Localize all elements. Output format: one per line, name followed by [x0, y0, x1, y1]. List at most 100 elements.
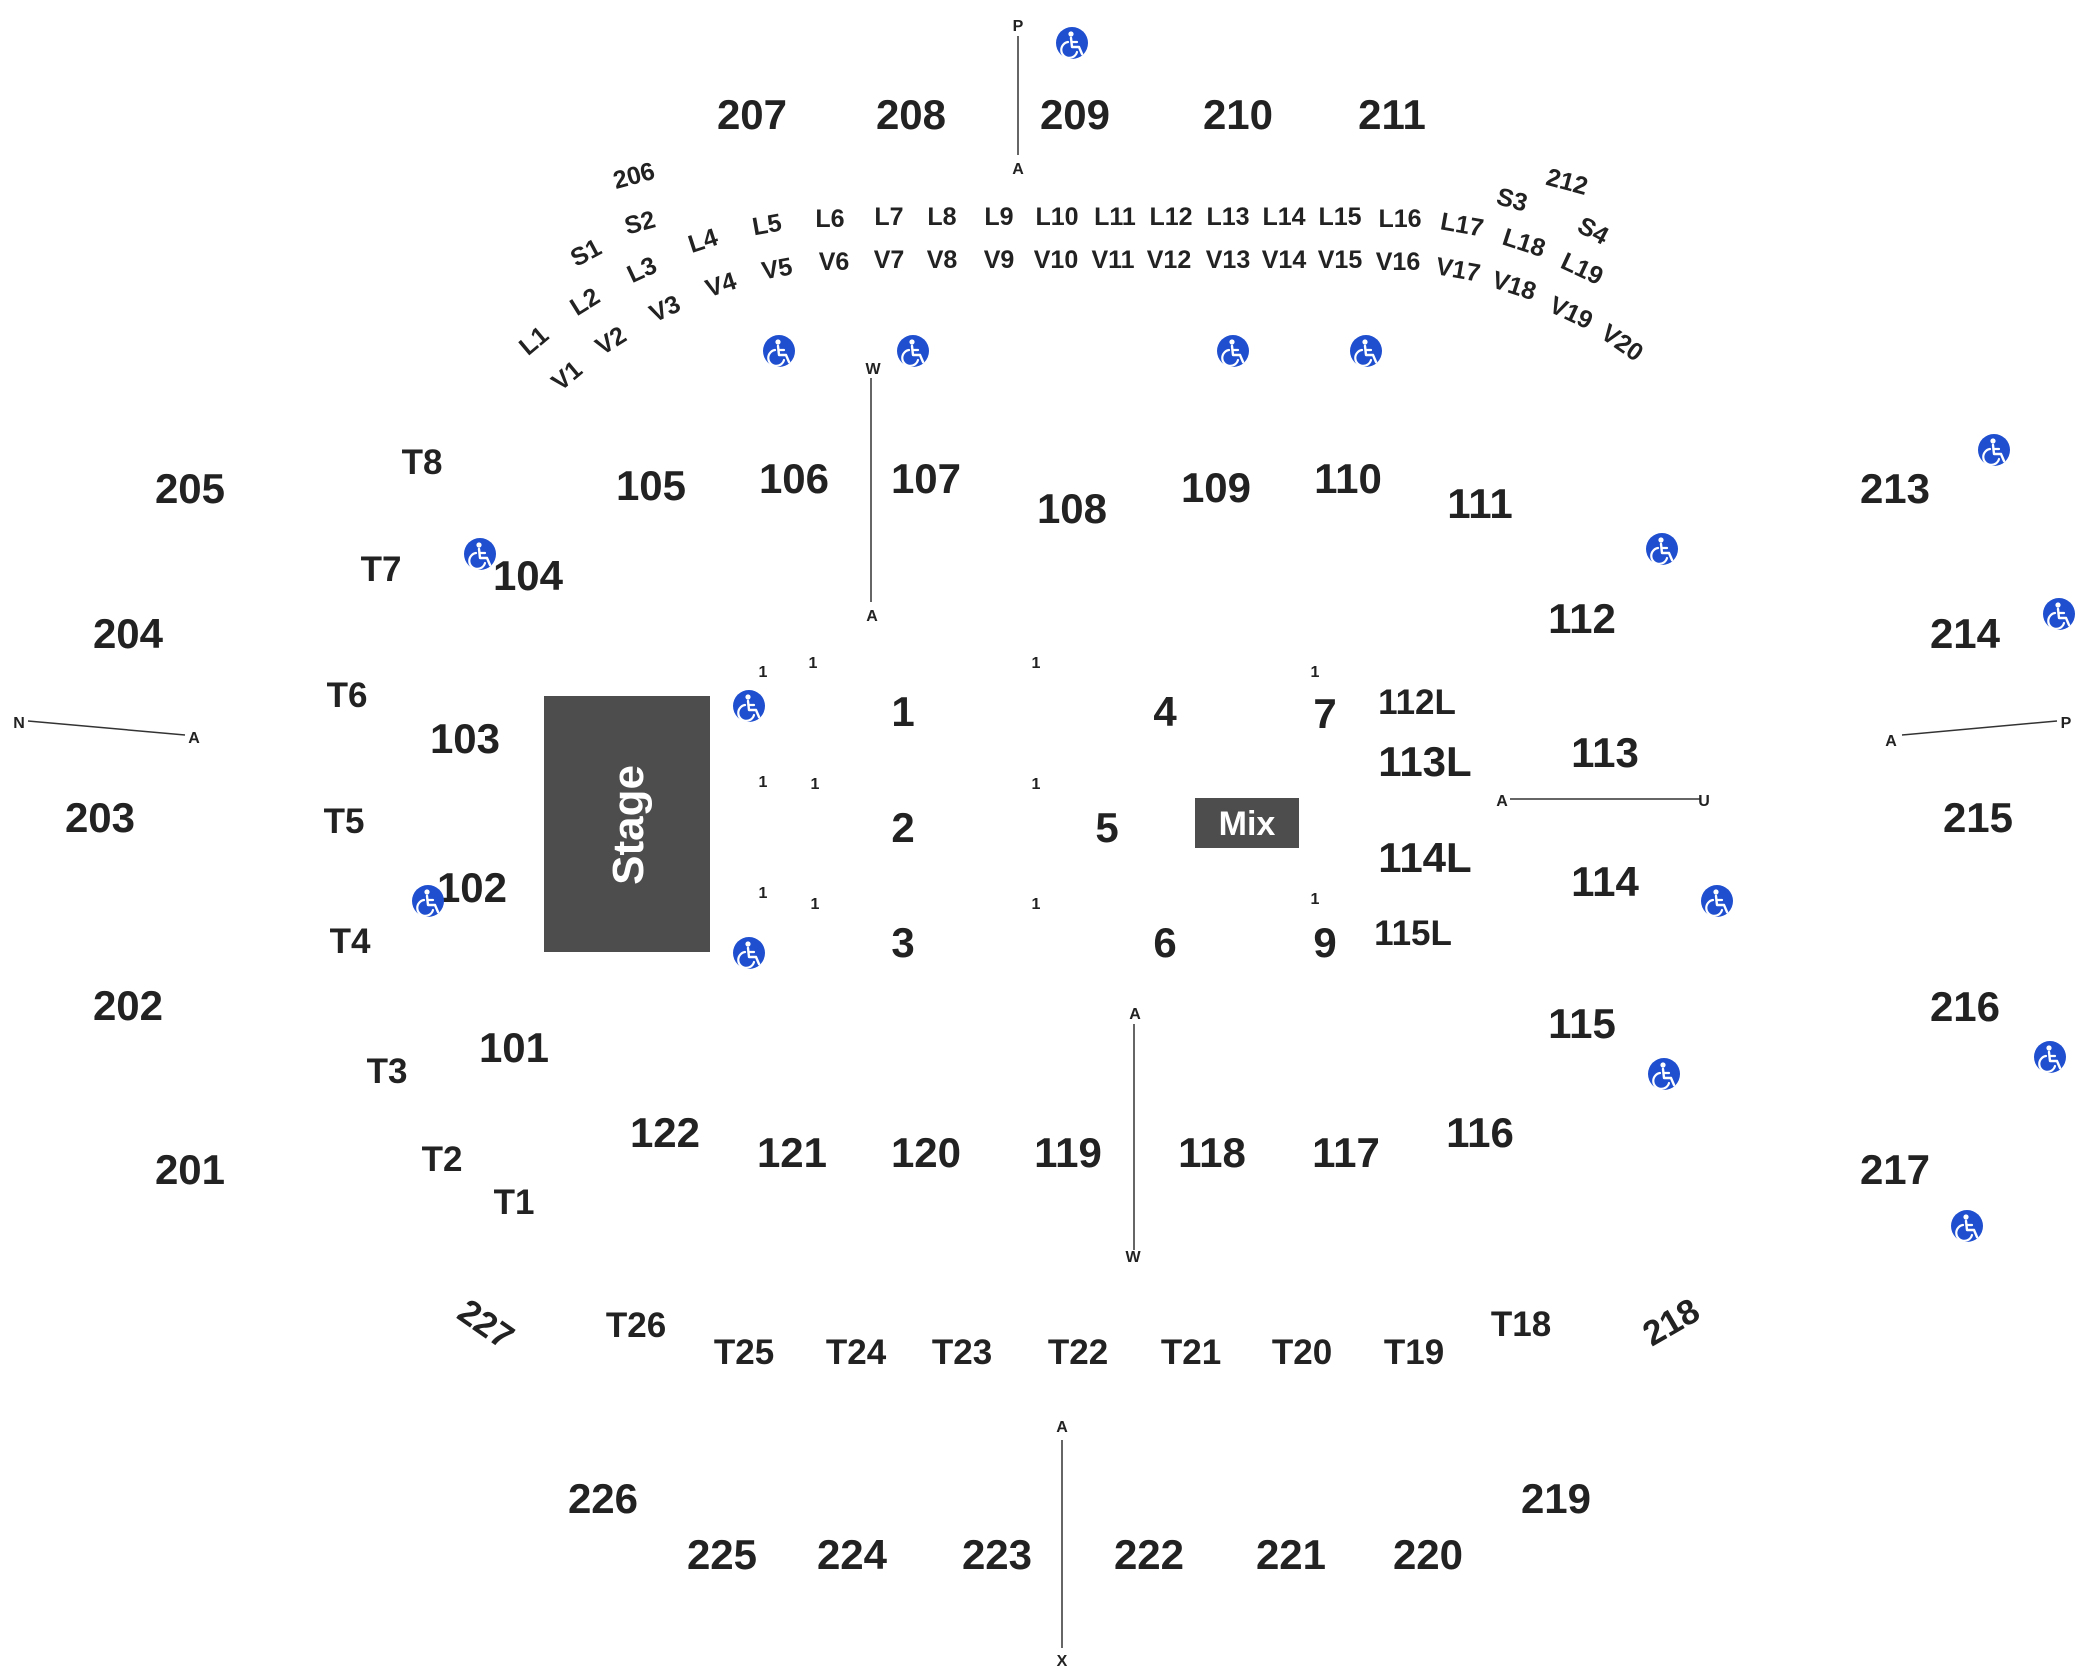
- table-t4[interactable]: T4: [330, 922, 371, 961]
- suite-l14[interactable]: L14: [1262, 203, 1305, 231]
- suite-l4[interactable]: L4: [685, 223, 721, 259]
- suite-s1[interactable]: S1: [566, 233, 606, 272]
- section-213[interactable]: 213: [1860, 465, 1930, 512]
- section-226[interactable]: 226: [568, 1475, 638, 1522]
- table-t8[interactable]: T8: [402, 443, 443, 482]
- section-119[interactable]: 119: [1034, 1129, 1102, 1176]
- suite-v16[interactable]: V16: [1376, 248, 1420, 276]
- table-t25[interactable]: T25: [714, 1333, 774, 1372]
- section-225[interactable]: 225: [687, 1531, 757, 1578]
- floor-section-7[interactable]: 7: [1313, 690, 1336, 737]
- stage[interactable]: Stage: [544, 696, 710, 952]
- table-t6[interactable]: T6: [327, 676, 368, 715]
- floor-section-1[interactable]: 1: [891, 688, 914, 735]
- section-103[interactable]: 103: [430, 715, 500, 762]
- section-206[interactable]: 206: [610, 157, 658, 195]
- section-110[interactable]: 110: [1314, 455, 1382, 502]
- suite-s2[interactable]: S2: [622, 206, 659, 241]
- suite-l9[interactable]: L9: [984, 203, 1013, 231]
- section-115l[interactable]: 115L: [1374, 914, 1452, 953]
- section-211[interactable]: 211: [1358, 91, 1426, 138]
- suite-v1[interactable]: V1: [546, 355, 587, 396]
- suite-l12[interactable]: L12: [1149, 203, 1192, 231]
- section-201[interactable]: 201: [155, 1146, 225, 1193]
- table-t26[interactable]: T26: [606, 1306, 666, 1345]
- suite-l2[interactable]: L2: [565, 282, 605, 321]
- suite-v12[interactable]: V12: [1147, 246, 1191, 274]
- suite-l7[interactable]: L7: [874, 203, 903, 231]
- section-203[interactable]: 203: [65, 794, 135, 841]
- table-t20[interactable]: T20: [1272, 1333, 1332, 1372]
- section-113l[interactable]: 113L: [1378, 738, 1471, 785]
- section-223[interactable]: 223: [962, 1531, 1032, 1578]
- section-209[interactable]: 209: [1040, 91, 1110, 138]
- floor-section-6[interactable]: 6: [1153, 919, 1176, 966]
- section-116[interactable]: 116: [1446, 1109, 1514, 1156]
- section-217[interactable]: 217: [1860, 1146, 1930, 1193]
- suite-v15[interactable]: V15: [1318, 246, 1363, 274]
- table-t1[interactable]: T1: [494, 1183, 535, 1222]
- section-105[interactable]: 105: [616, 462, 686, 509]
- floor-section-4[interactable]: 4: [1153, 688, 1177, 735]
- suite-v14[interactable]: V14: [1262, 246, 1307, 274]
- suite-l13[interactable]: L13: [1206, 203, 1249, 231]
- table-t24[interactable]: T24: [826, 1333, 887, 1372]
- table-t19[interactable]: T19: [1384, 1333, 1444, 1372]
- suite-l18[interactable]: L18: [1499, 223, 1549, 263]
- section-120[interactable]: 120: [891, 1129, 961, 1176]
- suite-s3[interactable]: S3: [1494, 183, 1531, 218]
- table-t5[interactable]: T5: [324, 802, 365, 841]
- section-202[interactable]: 202: [93, 982, 163, 1029]
- section-107[interactable]: 107: [891, 455, 961, 502]
- section-205[interactable]: 205: [155, 465, 225, 512]
- table-t7[interactable]: T7: [361, 550, 402, 589]
- section-221[interactable]: 221: [1256, 1531, 1326, 1578]
- suite-l6[interactable]: L6: [815, 205, 844, 233]
- suite-l8[interactable]: L8: [927, 203, 956, 231]
- section-210[interactable]: 210: [1203, 91, 1273, 138]
- section-106[interactable]: 106: [759, 455, 829, 502]
- suite-v10[interactable]: V10: [1034, 246, 1078, 274]
- section-114[interactable]: 114: [1571, 858, 1639, 905]
- suite-v3[interactable]: V3: [645, 290, 685, 328]
- suite-l11[interactable]: L11: [1094, 203, 1136, 231]
- section-115[interactable]: 115: [1548, 1000, 1616, 1047]
- suite-v17[interactable]: V17: [1434, 252, 1483, 287]
- suite-l1[interactable]: L1: [514, 321, 554, 361]
- section-220[interactable]: 220: [1393, 1531, 1463, 1578]
- suite-v5[interactable]: V5: [760, 253, 795, 286]
- suite-v6[interactable]: V6: [819, 248, 850, 276]
- section-208[interactable]: 208: [876, 91, 946, 138]
- suite-v2[interactable]: V2: [591, 321, 632, 361]
- table-t2[interactable]: T2: [422, 1140, 463, 1179]
- section-224[interactable]: 224: [817, 1531, 888, 1578]
- suite-s4[interactable]: S4: [1573, 211, 1613, 250]
- suite-v18[interactable]: V18: [1489, 266, 1540, 306]
- section-102[interactable]: 102: [437, 864, 507, 911]
- section-109[interactable]: 109: [1181, 464, 1251, 511]
- section-113[interactable]: 113: [1571, 729, 1639, 776]
- section-212[interactable]: 212: [1543, 163, 1591, 201]
- floor-section-9[interactable]: 9: [1313, 919, 1336, 966]
- floor-section-2[interactable]: 2: [891, 804, 914, 851]
- section-222[interactable]: 222: [1114, 1531, 1184, 1578]
- suite-v8[interactable]: V8: [927, 246, 958, 274]
- section-207[interactable]: 207: [717, 91, 787, 138]
- suite-v11[interactable]: V11: [1091, 246, 1134, 274]
- mix-position[interactable]: Mix: [1195, 798, 1299, 848]
- suite-v20[interactable]: V20: [1596, 319, 1648, 367]
- section-219[interactable]: 219: [1521, 1475, 1591, 1522]
- section-118[interactable]: 118: [1178, 1129, 1246, 1176]
- suite-v4[interactable]: V4: [702, 267, 740, 303]
- section-215[interactable]: 215: [1943, 794, 2013, 841]
- section-111[interactable]: 111: [1447, 480, 1512, 527]
- section-218[interactable]: 218: [1636, 1291, 1706, 1354]
- suite-l19[interactable]: L19: [1557, 247, 1608, 291]
- suite-v19[interactable]: V19: [1545, 291, 1597, 335]
- suite-l17[interactable]: L17: [1438, 207, 1485, 242]
- section-101[interactable]: 101: [479, 1024, 549, 1071]
- suite-l3[interactable]: L3: [623, 251, 661, 289]
- table-t22[interactable]: T22: [1048, 1333, 1108, 1372]
- section-112l[interactable]: 112L: [1378, 683, 1456, 722]
- section-122[interactable]: 122: [630, 1109, 700, 1156]
